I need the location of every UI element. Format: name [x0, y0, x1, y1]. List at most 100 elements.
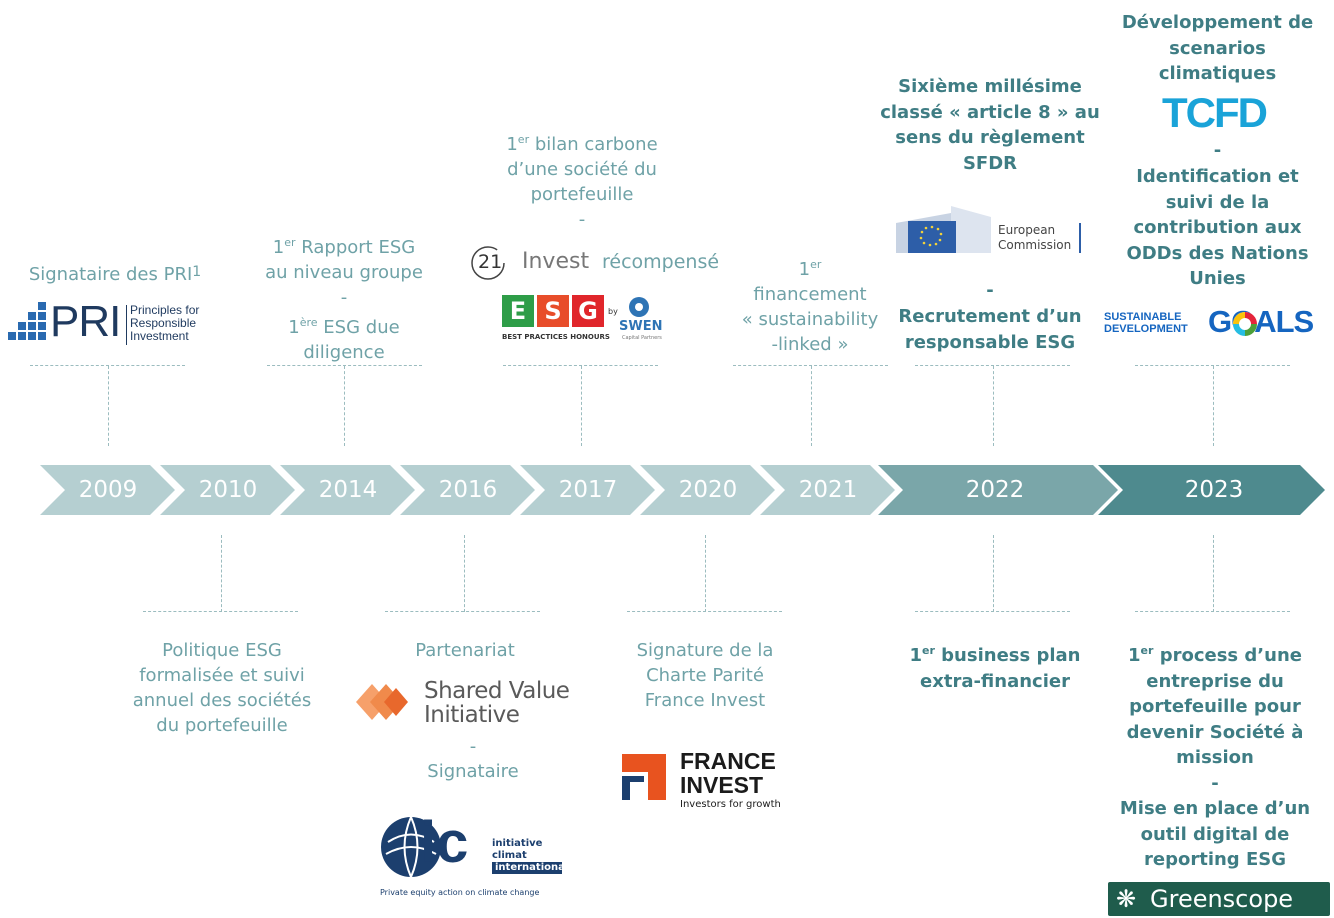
ici-tagline: Private equity action on climate change	[380, 888, 540, 897]
separator-dash: -	[1213, 140, 1222, 161]
chevron-2017	[520, 465, 655, 515]
connector-v-2010	[221, 535, 222, 612]
chevron-2022	[878, 465, 1118, 515]
event-2014-line1: Rapport ESG	[295, 237, 416, 258]
esg-letter-e: E	[502, 295, 534, 327]
esg-logo: E S G by SWEN Capital Partners BEST PRAC…	[502, 295, 667, 345]
connector-v-2014	[344, 366, 345, 446]
ordinal-one: 1	[272, 237, 285, 258]
connector-h-2014	[267, 365, 422, 366]
year-2016: 2016	[438, 477, 498, 503]
esg-sub: BEST PRACTICES HONOURS	[502, 333, 610, 341]
event-2017-line2: d’une société du	[507, 159, 657, 180]
ordinal-sup: er	[1140, 644, 1154, 657]
ordinal-sup: er	[922, 644, 935, 657]
ordinal-one: 1	[798, 259, 811, 280]
svi-line1: Shared Value	[424, 678, 570, 704]
event-2021-line2: financement	[753, 284, 867, 305]
event-2009-label: Signataire des PRI	[28, 264, 193, 285]
event-2021-line4: -linked »	[771, 334, 849, 355]
ordinal-sup: er	[810, 258, 822, 271]
year-2021: 2021	[798, 477, 858, 503]
pri-sub2: Responsible	[130, 316, 197, 330]
pri-mark-icon	[8, 302, 46, 340]
initiative-climat-international-logo: ic initiative climat international Priva…	[378, 812, 568, 902]
ici-line3: international	[492, 862, 568, 874]
connector-h-2016	[385, 611, 540, 612]
event-2023-bottom-text2: Mise en place d’un outil digital de repo…	[1119, 798, 1311, 870]
esg-by: by	[608, 307, 618, 316]
connector-h-2022-bottom	[915, 611, 1070, 612]
france-invest-line1: FRANCE	[680, 748, 776, 774]
chevron-2020	[640, 465, 775, 515]
sdg-logo: SUSTAINABLE DEVELOPMENT GOALS	[1104, 304, 1324, 342]
chevron-2010	[160, 465, 295, 515]
ici-line2: climat	[492, 850, 527, 861]
european-commission-logo: European Commission	[896, 203, 1086, 255]
sdg-word: GOALS	[1208, 304, 1314, 339]
invest21-logo: 21 Invest récompensé	[470, 245, 730, 280]
svi-line2: Initiative	[424, 702, 520, 728]
pri-logo-name: PRI	[50, 297, 121, 346]
event-2022-bottom-line2: extra-financier	[920, 670, 1070, 692]
ici-big-letters: ic	[420, 810, 469, 875]
esg-letter-s: S	[537, 295, 569, 327]
ordinal-one: 1	[288, 317, 300, 338]
event-2009-text: Signataire des PRI1	[10, 260, 220, 287]
chevron-2016	[400, 465, 535, 515]
swen-mark-icon	[629, 297, 649, 317]
event-2017-award: récompensé	[602, 251, 720, 273]
france-invest-line2: INVEST	[680, 772, 764, 798]
connector-v-2021	[811, 366, 812, 446]
france-invest-mark-icon	[622, 754, 666, 800]
chevron-2023	[1098, 465, 1325, 515]
connector-v-2020	[705, 535, 706, 612]
event-2016-label: Partenariat	[415, 640, 515, 661]
connector-v-2022-top	[993, 366, 994, 446]
france-invest-line3: Investors for growth	[680, 799, 781, 810]
globe-icon	[381, 816, 441, 878]
connector-h-2010	[143, 611, 298, 612]
ec-line1: European	[998, 223, 1056, 237]
france-invest-logo: FRANCE INVEST Investors for growth	[622, 748, 792, 814]
shared-value-initiative-logo: Shared Value Initiative	[356, 676, 576, 728]
year-2020: 2020	[678, 477, 738, 503]
event-2017-line1: bilan carbone	[529, 134, 658, 155]
ici-line1: initiative	[492, 838, 543, 849]
connector-v-2009	[108, 366, 109, 446]
connector-h-2021	[733, 365, 888, 366]
event-2020-text: Signature de la Charte Parité France Inv…	[636, 640, 774, 711]
year-2010: 2010	[198, 477, 258, 503]
separator-dash: -	[1211, 772, 1219, 794]
connector-v-2022-bottom	[993, 535, 994, 612]
pri-sub3: Investment	[130, 329, 189, 343]
event-2021-text: 1er financement « sustainability -linked…	[720, 252, 900, 357]
ordinal-sup: er	[517, 133, 530, 146]
connector-h-2023-top	[1135, 365, 1290, 366]
event-2016-label2: Signataire	[427, 761, 519, 782]
connector-h-2022-top	[915, 365, 1070, 366]
swen-name: SWEN	[619, 319, 663, 334]
year-2009: 2009	[78, 477, 138, 503]
ec-building-icon	[896, 206, 991, 253]
pri-sub1: Principles for	[130, 303, 200, 317]
connector-h-2023-bottom	[1135, 611, 1290, 612]
ordinal-one: 1	[909, 645, 923, 666]
event-2017-text: 1er bilan carbone d’une société du porte…	[482, 127, 682, 232]
event-2014-text: 1er Rapport ESG au niveau groupe - 1ère …	[244, 230, 444, 365]
year-2022: 2022	[965, 477, 1025, 503]
event-2023-top-text: Développement de scenarios climatiques	[1121, 12, 1314, 84]
ordinal-sup: ère	[299, 316, 318, 329]
year-2014: 2014	[318, 477, 378, 503]
event-2014-line4: diligence	[303, 342, 385, 363]
greenscope-logo: ❋ Greenscope	[1108, 882, 1330, 916]
event-2010-text: Politique ESG formalisée et suivi annuel…	[132, 640, 312, 736]
event-2017-line3: portefeuille	[530, 184, 634, 205]
separator-dash: -	[986, 280, 994, 301]
chevron-2021	[760, 465, 895, 515]
event-2022-top-text2: Recrutement d’un responsable ESG	[898, 306, 1082, 353]
ordinal-sup: er	[284, 236, 296, 249]
event-2021-line3: « sustainability	[741, 309, 879, 330]
event-2023-top-text2: Identification et suivi de la contributi…	[1126, 166, 1309, 289]
